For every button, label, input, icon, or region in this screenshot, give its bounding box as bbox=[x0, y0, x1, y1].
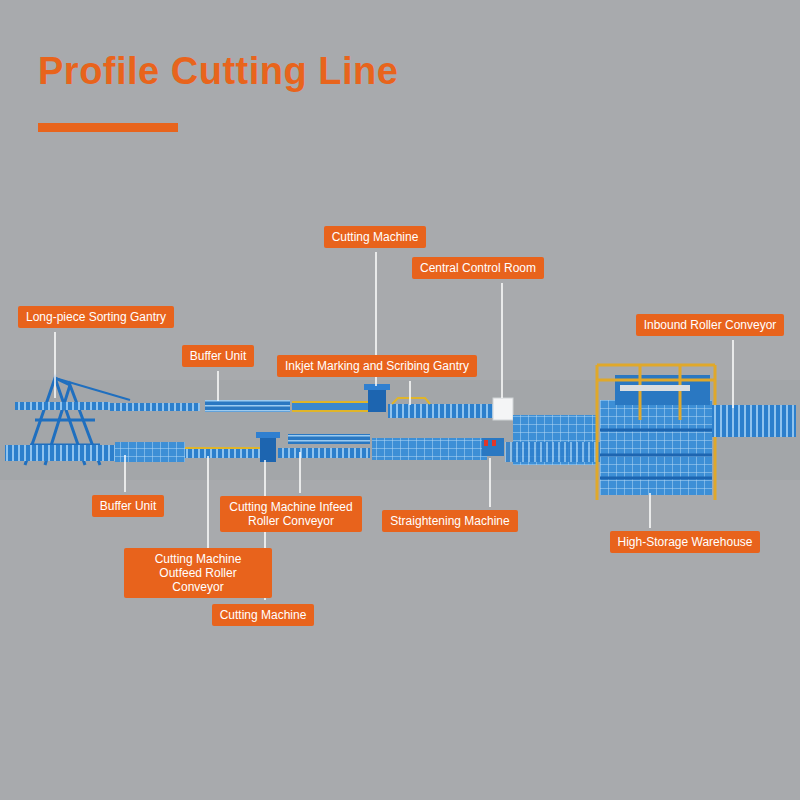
cutting-machine bbox=[260, 436, 276, 462]
callout-label: Inbound Roller Conveyor bbox=[636, 314, 785, 336]
straightening-machine bbox=[482, 438, 504, 456]
callout-text: Central Control Room bbox=[420, 261, 536, 275]
callout-label: Straightening Machine bbox=[382, 510, 517, 532]
callout-text: Cutting Machine bbox=[332, 230, 419, 244]
callout-label: Cutting Machine bbox=[324, 226, 427, 248]
high-storage-warehouse bbox=[597, 365, 715, 500]
callout-text: Inbound Roller Conveyor bbox=[644, 318, 777, 332]
callout-label: Inkjet Marking and Scribing Gantry bbox=[277, 355, 477, 377]
inbound-conveyor bbox=[712, 405, 796, 437]
callout-label: Cutting Machine bbox=[212, 604, 315, 626]
callout-text: Buffer Unit bbox=[100, 499, 156, 513]
callout-text: Cutting Machine Outfeed Roller Conveyor bbox=[132, 552, 264, 594]
callout-text: Cutting Machine bbox=[220, 608, 307, 622]
callout-label: Buffer Unit bbox=[92, 495, 164, 517]
callout-label: Cutting Machine Infeed Roller Conveyor bbox=[220, 496, 362, 532]
callout-label: Long-piece Sorting Gantry bbox=[18, 306, 174, 328]
callout-label: Buffer Unit bbox=[182, 345, 254, 367]
callout-text: Buffer Unit bbox=[190, 349, 246, 363]
callout-text: Cutting Machine Infeed Roller Conveyor bbox=[228, 500, 354, 528]
callout-text: Inkjet Marking and Scribing Gantry bbox=[285, 359, 469, 373]
cutting-machine bbox=[368, 388, 386, 412]
title: Profile Cutting Line bbox=[38, 50, 398, 93]
callout-text: Straightening Machine bbox=[390, 514, 509, 528]
title-bar bbox=[38, 123, 178, 132]
callout-label: Central Control Room bbox=[412, 257, 544, 279]
callout-text: Long-piece Sorting Gantry bbox=[26, 310, 166, 324]
callout-label: High-Storage Warehouse bbox=[610, 531, 761, 553]
callout-text: High-Storage Warehouse bbox=[618, 535, 753, 549]
callout-label: Cutting Machine Outfeed Roller Conveyor bbox=[124, 548, 272, 598]
control-room bbox=[493, 398, 513, 420]
